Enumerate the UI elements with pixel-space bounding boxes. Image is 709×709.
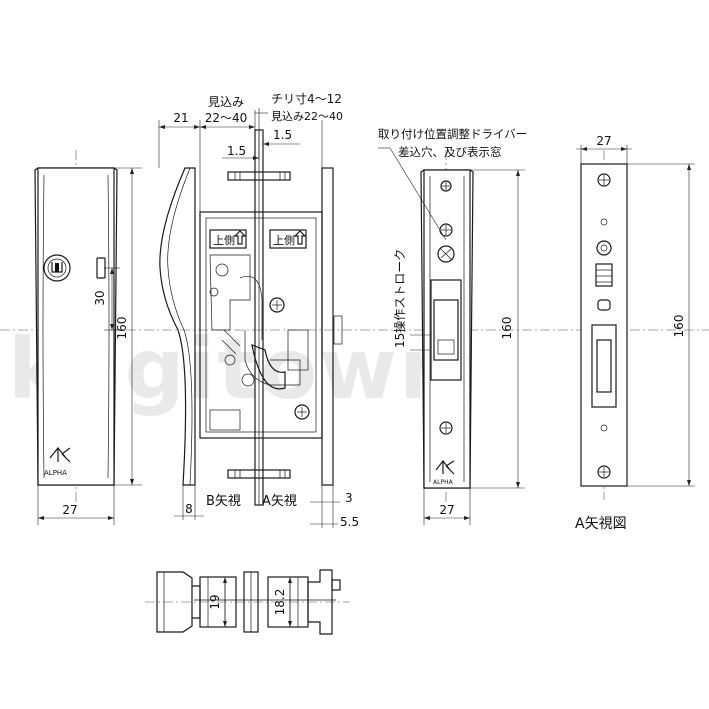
a-view-figure-label: A矢視図 bbox=[575, 516, 627, 532]
dim-depth-21: 21 bbox=[173, 111, 188, 125]
logo-icon-2 bbox=[435, 460, 455, 475]
logo-text-2: ALPHA bbox=[433, 479, 454, 486]
mikomi-range: 22～40 bbox=[205, 111, 248, 125]
faceplate-stroke-dims: 27 160 15操作ストローク 取り付け位置調整ドライバー 差込穴、及び表示窓 bbox=[378, 127, 527, 525]
up-arrow-icon bbox=[233, 230, 247, 245]
chiri-label: チリ寸4～12 bbox=[271, 92, 342, 106]
screw-icon bbox=[269, 297, 285, 313]
dim-5-5: 5.5 bbox=[340, 515, 359, 529]
upper-side-label-1: 上側 bbox=[213, 234, 235, 247]
faceplate-stroke-view: ALPHA bbox=[420, 150, 474, 505]
dim-19: 19 bbox=[208, 594, 222, 609]
dim-height-mid: 160 bbox=[500, 317, 514, 340]
adjust-window-icon bbox=[437, 245, 455, 263]
dim-a-width: 27 bbox=[596, 134, 611, 148]
bottom-bolt bbox=[227, 469, 291, 479]
dim-face-width: 27 bbox=[62, 503, 77, 517]
a-view-figure bbox=[580, 150, 628, 500]
stroke-label: 15操作ストローク bbox=[392, 249, 407, 348]
dim-18-2: 18.2 bbox=[273, 589, 287, 616]
side-view-dimensions: 21 見込み 22～40 チリ寸4～12 見込み22～40 1.5 1.5 8 … bbox=[158, 92, 359, 529]
a-screw-icon-upper bbox=[596, 240, 612, 256]
front-plate-view: ALPHA bbox=[34, 150, 118, 505]
b-view-label: B矢視 bbox=[206, 494, 241, 509]
front-view-dimensions: 27 160 30 bbox=[37, 167, 142, 525]
up-arrow-icon-2 bbox=[293, 230, 307, 245]
top-bolt bbox=[227, 171, 291, 181]
driver-note-1: 取り付け位置調整ドライバー bbox=[378, 127, 527, 141]
dim-1-5-left: 1.5 bbox=[227, 144, 246, 158]
logo-text: ALPHA bbox=[44, 469, 67, 477]
dim-offset-30: 30 bbox=[93, 290, 107, 305]
a-screw-icon-top bbox=[597, 173, 611, 187]
dim-height-right: 160 bbox=[672, 315, 686, 338]
screw-icon-top bbox=[440, 180, 452, 192]
dim-depth-8: 8 bbox=[185, 502, 193, 516]
a-view-label: A矢視 bbox=[262, 494, 297, 509]
dim-1-5-right: 1.5 bbox=[273, 128, 292, 142]
side-section-view: 上側 上側 bbox=[159, 129, 343, 506]
screw-icon-2 bbox=[294, 404, 310, 420]
dim-face-width-2: 27 bbox=[439, 503, 454, 517]
logo-icon bbox=[49, 447, 71, 463]
dim-height-left: 160 bbox=[115, 317, 129, 340]
upper-side-label-2: 上側 bbox=[273, 234, 295, 247]
driver-note-2: 差込穴、及び表示窓 bbox=[398, 145, 502, 159]
a-screw-icon-bottom bbox=[597, 465, 611, 479]
cylinder-icon bbox=[43, 254, 71, 282]
a-view-dims: 27 160 A矢視図 bbox=[575, 134, 695, 532]
mikomi-label: 見込み bbox=[208, 95, 244, 109]
bottom-plan-dims: 19 18.2 bbox=[208, 577, 292, 627]
dim-3: 3 bbox=[345, 491, 353, 505]
mikomi-range-2: 見込み22～40 bbox=[271, 110, 343, 123]
bottom-plan-view bbox=[145, 569, 350, 635]
screw-icon-lower bbox=[439, 421, 453, 435]
